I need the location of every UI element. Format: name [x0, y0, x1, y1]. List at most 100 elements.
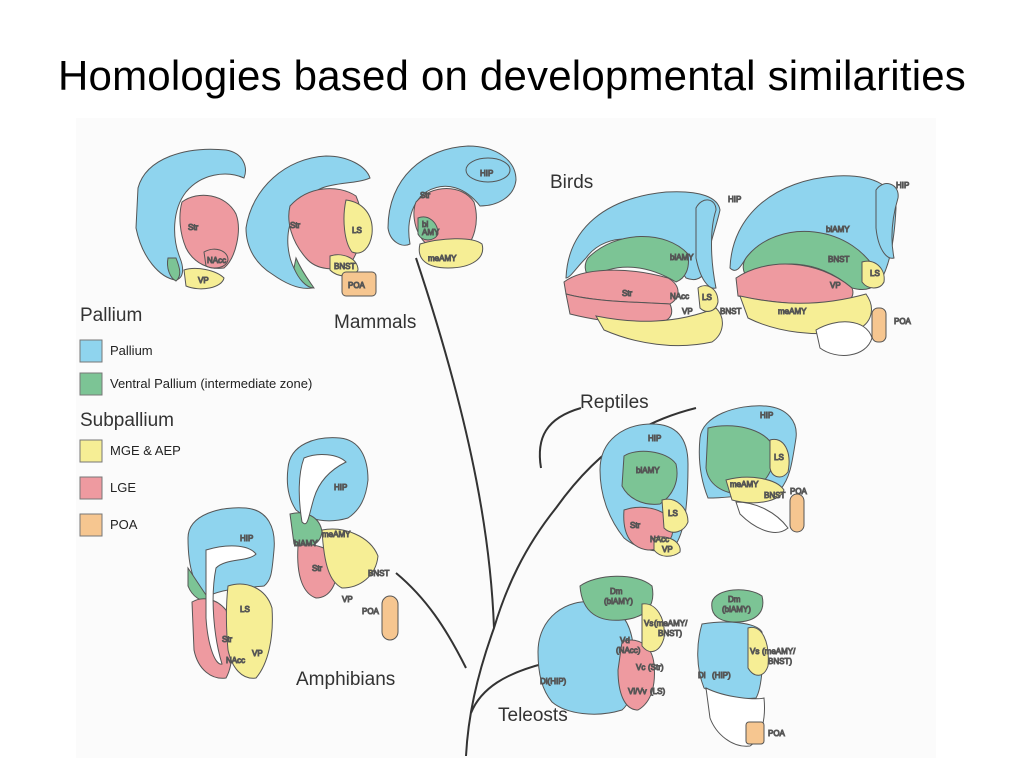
amphibian-2-str-label: Str	[312, 564, 323, 573]
teleost-2-vs-label: Vs	[750, 647, 759, 656]
bird-2-ls-label: LS	[870, 269, 880, 278]
mammal-section-3-blamy	[417, 216, 439, 241]
mammal-2-bnst-label: BNST	[334, 262, 355, 271]
amphibian-2-vp-label: VP	[342, 595, 353, 604]
reptile-section-1-vp	[653, 536, 681, 557]
amphibian-sections: HIP LS Str VP NAcc HIP meAMY blAMY Str B…	[187, 437, 399, 679]
amphibian-section-2-ventricle	[298, 454, 347, 525]
mammal-1-str-label: Str	[188, 223, 199, 232]
legend-label-poa: POA	[110, 517, 138, 532]
legend-label-mge-aep: MGE & AEP	[110, 443, 181, 458]
legend-label-pallium: Pallium	[110, 343, 153, 358]
teleost-sections: Dm (blAMY) Vs (meAMY/ BNST) Vd (NAcc) Dl…	[537, 575, 797, 747]
bird-1-nacc-label: NAcc	[670, 292, 689, 301]
bird-section-1-hip	[695, 199, 717, 289]
teleost-2-bnst-label: BNST)	[768, 657, 792, 666]
tree-branch-mammals	[415, 257, 495, 629]
teleost-1-meamy-label: (meAMY/	[654, 619, 688, 628]
group-label-birds: Birds	[550, 172, 593, 193]
reptile-section-2-poa	[789, 493, 805, 533]
bird-section-2-hip	[875, 183, 899, 259]
brain-sections-diagram: Str NAcc VP Str LS BNST POA HIP Str bl A…	[79, 145, 912, 757]
amphibian-2-meamy-label: meAMY	[322, 530, 351, 539]
slide-title: Homologies based on developmental simila…	[58, 52, 966, 99]
amphibian-section-2-subpallium	[321, 528, 379, 589]
mammal-section-1-lge	[179, 194, 239, 269]
reptile-sections: HIP blAMY LS Str NAcc VP HIP LS meAMY BN…	[599, 405, 808, 557]
bird-2-poa-label: POA	[894, 317, 912, 326]
group-label-teleosts: Teleosts	[498, 705, 568, 726]
bird-section-1-lge-lower	[565, 293, 673, 325]
teleost-2-meamy-label: (meAMY/	[762, 647, 796, 656]
teleost-1-dl-hip-label: Dl(HIP)	[540, 677, 567, 686]
bird-2-meamy-label: meAMY	[778, 307, 807, 316]
mammal-3-meamy-label: meAMY	[428, 254, 457, 263]
amphibian-1-vp-label: VP	[252, 649, 263, 658]
teleost-1-bnst-label: BNST)	[658, 629, 682, 638]
mammal-1-nacc-label: NAcc	[207, 256, 226, 265]
reptile-1-hip-label: HIP	[648, 434, 661, 443]
teleost-section-2-poa	[745, 721, 765, 745]
bird-1-bnst-label: BNST	[720, 307, 741, 316]
tree-branch-reptiles	[538, 407, 582, 469]
teleost-1-vs-label: Vs	[644, 619, 653, 628]
bird-sections: HIP blAMY Str NAcc LS VP BNST HIP blAMY …	[563, 175, 912, 356]
teleost-1-vd-label: Vd	[620, 636, 630, 645]
bird-section-2-outline	[815, 321, 873, 356]
amphibian-1-ls-label: LS	[240, 605, 250, 614]
mammal-section-2-vp	[293, 256, 315, 289]
bird-2-bnst-label: BNST	[828, 255, 849, 264]
teleost-1-vc-label: Vc	[636, 663, 645, 672]
bird-1-str-label: Str	[622, 289, 633, 298]
reptile-1-vp-label: VP	[662, 545, 673, 554]
teleost-1-nacc-label: (NAcc)	[616, 646, 641, 655]
mammal-section-2-poa	[341, 271, 377, 297]
mammal-3-amy-label: AMY	[422, 228, 440, 237]
reptile-section-1-ls	[661, 498, 689, 533]
reptile-section-2-outline	[735, 501, 789, 533]
mammal-2-ls-label: LS	[352, 226, 362, 235]
amphibian-1-hip-label: HIP	[240, 534, 253, 543]
teleost-section-2-dm	[711, 589, 764, 623]
teleost-1-vlvv-label: Vl/Vv	[628, 687, 647, 696]
mammal-section-2-bnst	[329, 254, 359, 277]
teleost-section-2-pallium	[697, 621, 764, 699]
homology-figure: Str NAcc VP Str LS BNST POA HIP Str bl A…	[76, 118, 936, 758]
mammal-section-1-nacc	[203, 248, 229, 269]
legend-swatch-mge-aep	[79, 439, 103, 463]
teleost-2-hip-label: (HIP)	[712, 671, 731, 680]
group-label-reptiles: Reptiles	[580, 392, 649, 413]
group-label-mammals: Mammals	[334, 312, 416, 333]
mammal-section-1-mge	[183, 267, 225, 290]
teleost-2-blamy-label: (blAMY)	[722, 605, 751, 614]
bird-section-1-subpallium	[595, 307, 723, 347]
amphibian-2-blamy-label: blAMY	[294, 539, 318, 548]
amphibian-2-hip-label: HIP	[334, 483, 347, 492]
legend-swatch-ventral-pallium	[79, 372, 103, 396]
bird-2-vp-label: VP	[830, 281, 841, 290]
teleost-2-poa-label: POA	[768, 729, 786, 738]
amphibian-1-str-label: Str	[222, 635, 233, 644]
mammal-section-2-ls	[343, 199, 373, 254]
bird-2-hip-label: HIP	[896, 181, 909, 190]
teleost-1-blamy-label: (blAMY)	[604, 597, 633, 606]
mammal-section-3-pallium	[387, 145, 517, 246]
mammal-sections: Str NAcc VP Str LS BNST POA HIP Str bl A…	[135, 145, 517, 297]
teleost-section-2-vs	[747, 627, 769, 676]
group-label-amphibians: Amphibians	[296, 669, 395, 690]
teleost-1-str-label: (Str)	[648, 663, 664, 672]
bird-1-blamy-label: blAMY	[670, 253, 694, 262]
amphibian-section-1-ls	[226, 583, 273, 679]
reptile-1-str-label: Str	[630, 521, 641, 530]
amphibian-2-poa-label: POA	[362, 607, 380, 616]
mammal-2-str-label: Str	[290, 221, 301, 230]
legend-label-lge: LGE	[110, 480, 136, 495]
amphibian-section-1-ventricle	[205, 545, 257, 665]
reptile-2-ls-label: LS	[774, 453, 784, 462]
tree-branch-amphibians	[395, 572, 467, 669]
mammal-1-vp-label: VP	[198, 276, 209, 285]
tree-branch-teleosts	[470, 662, 547, 714]
reptile-1-ls-label: LS	[668, 509, 678, 518]
legend: Pallium Pallium Ventral Pallium (interme…	[79, 305, 312, 537]
reptile-2-meamy-label: meAMY	[730, 480, 759, 489]
